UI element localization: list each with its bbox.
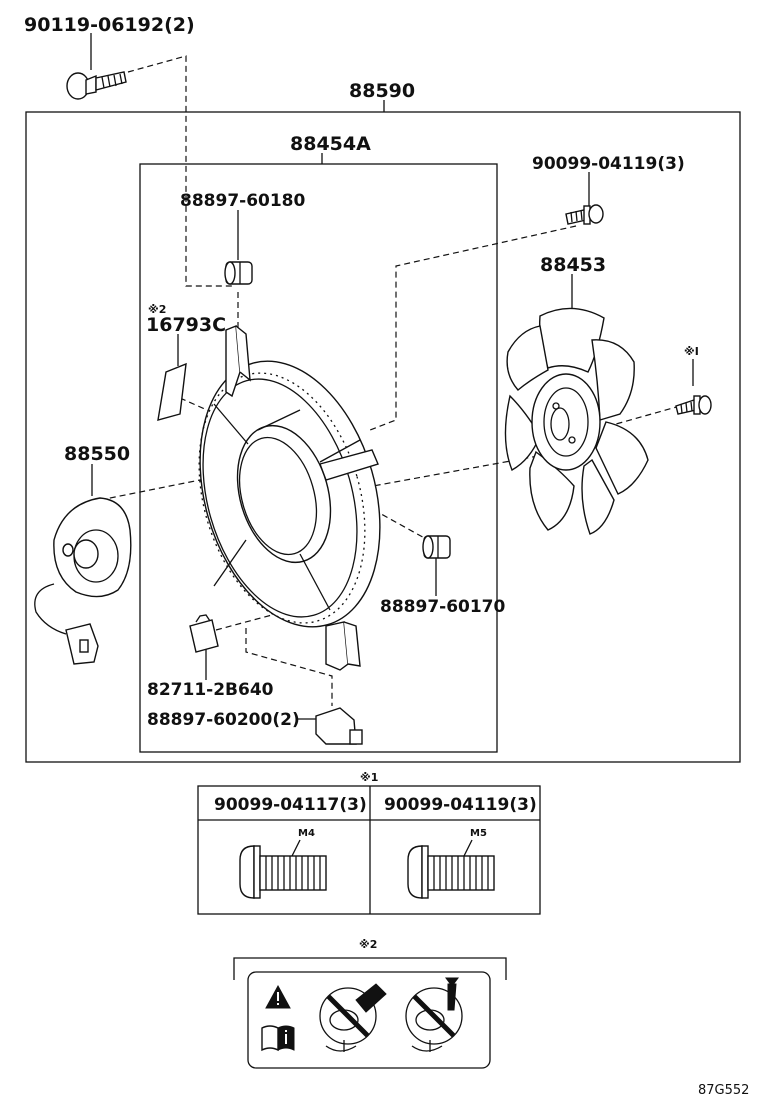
label-note2-marker: ※2 <box>148 303 166 316</box>
fan-shroud-icon[interactable] <box>171 324 409 671</box>
assembly-box <box>25 111 741 763</box>
manual-book-icon <box>261 1025 295 1052</box>
label-note1-marker: ※I <box>684 345 699 358</box>
screw-top-icon[interactable] <box>565 204 604 225</box>
screw-table <box>197 785 541 915</box>
table2-marker: ※2 <box>359 938 377 951</box>
label-fan[interactable]: 88453 <box>540 254 606 276</box>
table1-col1-size: M4 <box>298 828 315 839</box>
label-clip[interactable]: 88897-60200(2) <box>147 710 300 730</box>
shroud-box <box>139 163 498 753</box>
label-screw[interactable]: 90099-04119(3) <box>532 154 685 174</box>
fan-blade-icon[interactable] <box>504 307 649 535</box>
fan-motor-icon[interactable] <box>34 497 132 665</box>
screw-m4-icon <box>239 839 327 899</box>
label-connector[interactable]: 82711-2B640 <box>147 680 274 700</box>
screw-m5-icon <box>407 839 495 899</box>
table1-marker: ※1 <box>360 771 378 784</box>
connector-icon[interactable] <box>189 614 219 653</box>
table2-bracket <box>233 957 507 980</box>
label-shroud[interactable]: 88454A <box>290 133 371 155</box>
caution-label-detail <box>247 971 491 1069</box>
label-caution-label[interactable]: 16793C <box>146 314 226 336</box>
table1-col1-part[interactable]: 90099-04117(3) <box>214 795 367 815</box>
cushion-top-icon[interactable] <box>224 261 253 285</box>
no-tool-fan-icon <box>405 977 463 1052</box>
label-bolt-top[interactable]: 90119-06192(2) <box>24 14 195 36</box>
table1-col2-size: M5 <box>470 828 487 839</box>
cushion-side-icon[interactable] <box>422 535 451 559</box>
diagram-code: 87G552 <box>698 1083 749 1098</box>
label-assembly[interactable]: 88590 <box>349 80 415 102</box>
clip-icon[interactable] <box>315 707 363 745</box>
warning-triangle-icon <box>265 984 291 1009</box>
label-cushion-top[interactable]: 88897-60180 <box>180 191 306 211</box>
label-cushion-side[interactable]: 88897-60170 <box>380 597 506 617</box>
caution-sticker-icon[interactable] <box>157 362 187 421</box>
table1-col2-part[interactable]: 90099-04119(3) <box>384 795 537 815</box>
label-motor[interactable]: 88550 <box>64 443 130 465</box>
no-hand-fan-icon <box>319 983 387 1052</box>
bolt-top-icon[interactable] <box>66 71 127 100</box>
screw-right-icon[interactable] <box>675 395 712 415</box>
